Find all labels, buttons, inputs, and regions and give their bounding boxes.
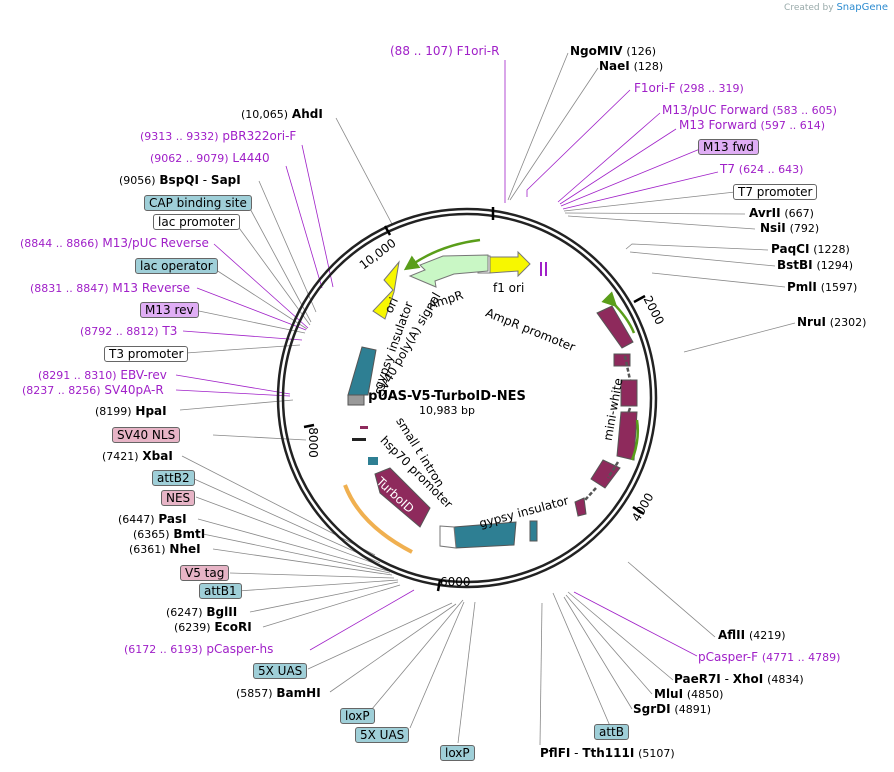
site-ecori: (6239) EcoRI xyxy=(174,620,252,634)
turboid-arrow xyxy=(374,467,431,528)
backbone-outer xyxy=(276,207,658,589)
site-pflfi-tth111i: PflFI - Tth111I (5107) xyxy=(540,746,675,760)
site-sv40pa-r: (8237 .. 8256) SV40pA-R xyxy=(22,383,164,397)
site-hpai: (8199) HpaI xyxy=(95,404,167,418)
ruler-ticks xyxy=(303,207,646,592)
site-naei: NaeI (128) xyxy=(599,59,664,73)
feature-nes: NES xyxy=(161,490,196,506)
white-green-2 xyxy=(630,419,640,461)
label-f1-ori: f1 ori xyxy=(493,281,525,295)
white-green-1 xyxy=(601,291,636,334)
site-m13puc-forward: M13/pUC Forward (583 .. 605) xyxy=(662,103,837,117)
site-sgrdi: SgrDI (4891) xyxy=(633,702,711,716)
site-aflii: AflII (4219) xyxy=(718,628,786,642)
features xyxy=(343,238,640,554)
feature-sv40-nls: SV40 NLS xyxy=(112,427,181,443)
ruler-8000: 8000 xyxy=(305,427,320,458)
site-pbr322ori-f: (9313 .. 9332) pBR322ori-F xyxy=(140,129,297,143)
feature-attb2: attB2 xyxy=(152,470,195,486)
feature-cap-binding-site: CAP binding site xyxy=(144,195,252,211)
feature-m13-fwd: M13 fwd xyxy=(698,139,759,155)
site-bmti: (6365) BmtI xyxy=(133,527,206,541)
site-nsii: NsiI (792) xyxy=(760,221,820,235)
feature-5x-uas-1: 5X UAS xyxy=(355,727,410,743)
feature-v5-tag: V5 tag xyxy=(180,565,230,581)
site-m13-forward: M13 Forward (597 .. 614) xyxy=(679,118,826,132)
ampr-green-guide xyxy=(403,238,481,271)
ampr-arrow xyxy=(408,254,489,288)
site-t7: T7 (624 .. 643) xyxy=(720,162,804,176)
mini-white-exon1 xyxy=(596,305,634,349)
backbone-inner xyxy=(281,212,653,584)
turboid-orange-guide xyxy=(343,484,413,554)
site-bglii: (6247) BglII xyxy=(166,605,238,619)
site-xbai: (7421) XbaI xyxy=(102,449,173,463)
site-nhei: (6361) NheI xyxy=(129,542,201,556)
site-pcasper-hs: (6172 .. 6193) pCasper-hs xyxy=(124,642,274,656)
mini-white-exon6 xyxy=(574,497,587,517)
site-ahdi: (10,065) AhdI xyxy=(241,107,323,121)
site-ebv-rev: (8291 .. 8310) EBV-rev xyxy=(38,368,167,382)
site-nrui: NruI (2302) xyxy=(797,315,867,329)
site-t3: (8792 .. 8812) T3 xyxy=(80,324,178,338)
feature-t3-promoter: T3 promoter xyxy=(104,346,189,362)
f1-ori-arrow xyxy=(489,250,531,278)
site-f1ori-f: F1ori-F (298 .. 319) xyxy=(634,81,744,95)
ruler-6000: 6000 xyxy=(440,575,471,589)
site-pasi: (6447) PasI xyxy=(118,512,187,526)
feature-5x-uas-2: 5X UAS xyxy=(253,663,308,679)
site-bstbi: BstBI (1294) xyxy=(777,258,854,272)
site-mlui: MluI (4850) xyxy=(654,687,724,701)
ori-arrow xyxy=(372,260,400,320)
site-m13-reverse: (8831 .. 8847) M13 Reverse xyxy=(30,281,191,295)
site-paer7i-xhoi: PaeR7I - XhoI (4834) xyxy=(674,672,804,686)
feature-attb: attB xyxy=(594,724,629,740)
site-bamhi: (5857) BamHI xyxy=(236,686,321,700)
feature-loxp-2: loxP xyxy=(340,708,375,724)
sv40-polya-block xyxy=(347,394,365,406)
site-pmli: PmlI (1597) xyxy=(787,280,858,294)
credit: Created by SnapGene xyxy=(784,2,888,13)
feature-lac-promoter: lac promoter xyxy=(153,214,240,230)
mini-white-exon5 xyxy=(590,459,621,489)
site-pcasper-f: pCasper-F (4771 .. 4789) xyxy=(698,650,841,664)
site-f1ori-r: (88 .. 107) F1ori-R xyxy=(390,44,500,58)
mini-white-exon4 xyxy=(616,411,638,461)
leader-lines xyxy=(175,52,796,746)
site-ngomiv: NgoMIV (126) xyxy=(570,44,656,58)
feature-loxp-1: loxP xyxy=(440,745,475,761)
plasmid-name: pUAS-V5-TurboID-NES xyxy=(368,389,526,404)
site-avrii: AvrII (667) xyxy=(749,206,814,220)
site-m13puc-reverse: (8844 .. 8866) M13/pUC Reverse xyxy=(20,236,209,250)
feature-lac-operator: lac operator xyxy=(135,258,218,274)
feature-m13-rev: M13 rev xyxy=(140,302,199,318)
site-paqci: PaqCI (1228) xyxy=(771,242,850,256)
site-l4440: (9062 .. 9079) L4440 xyxy=(150,151,270,165)
feature-attb1: attB1 xyxy=(199,583,242,599)
gypsy-insulator-block xyxy=(347,346,377,396)
plasmid-length: 10,983 bp xyxy=(419,404,475,417)
site-bspqi-sapi: (9056) BspQI - SapI xyxy=(119,173,241,187)
feature-t7-promoter: T7 promoter xyxy=(733,184,818,200)
